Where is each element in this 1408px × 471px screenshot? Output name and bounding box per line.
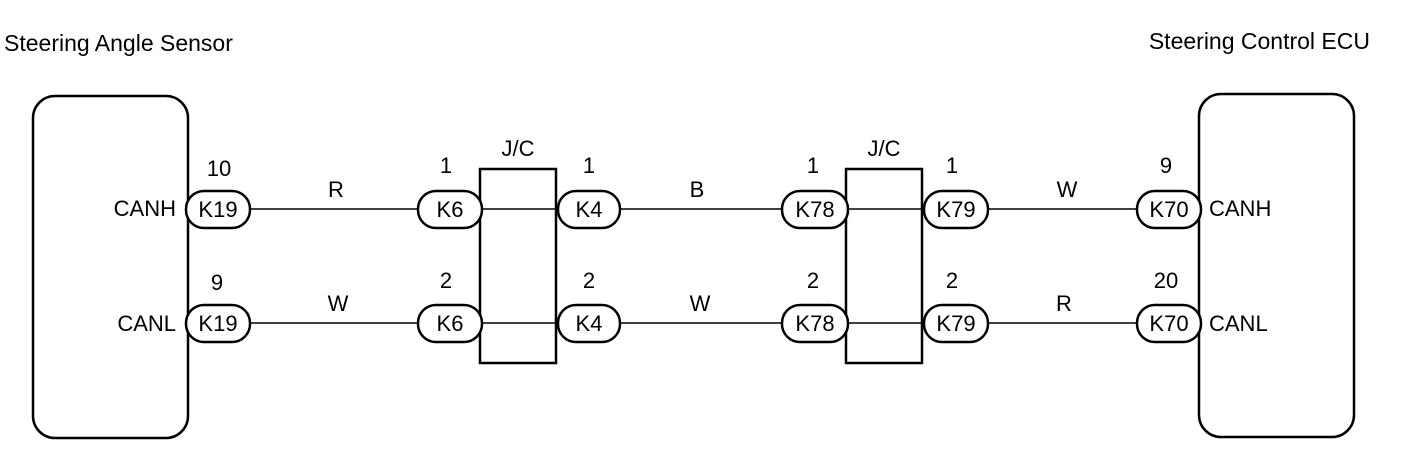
connector-k6-bottom-label: K6 (437, 311, 464, 336)
steering-control-ecu-box (1197, 92, 1356, 439)
connector-k6-bottom (416, 303, 484, 344)
junction-box-1 (478, 167, 558, 365)
pin-k19-bottom: 9 (211, 270, 223, 295)
connector-k19-top-label: K19 (198, 197, 237, 222)
connector-k19-top (184, 189, 252, 230)
pin-k79-top: 1 (946, 153, 958, 178)
connector-k79-top-label: K79 (936, 197, 975, 222)
steering-angle-sensor-box (31, 94, 190, 440)
junction-label-2: J/C (868, 136, 901, 161)
connector-k4-top-label: K4 (576, 197, 603, 222)
connector-k19-bottom-label: K19 (198, 311, 237, 336)
connector-k79-bottom (922, 303, 990, 344)
connector-k6-top-label: K6 (437, 197, 464, 222)
pin-k19-top: 10 (207, 156, 231, 181)
connector-k4-top (556, 189, 622, 230)
connector-k19-bottom (184, 303, 252, 344)
junction-box-2 (844, 167, 924, 365)
connector-k79-bottom-label: K79 (936, 311, 975, 336)
right-signal-canh: CANH (1209, 196, 1271, 221)
right-component-title: Steering Control ECU (1149, 28, 1370, 54)
left-component-title: Steering Angle Sensor (4, 30, 233, 56)
wire-color-bottom-3: R (1056, 291, 1072, 316)
wire-color-bottom-2: W (690, 291, 711, 316)
left-signal-canl: CANL (117, 311, 176, 336)
wire-color-top-2: B (690, 177, 705, 202)
pin-k78-top: 1 (807, 153, 819, 178)
connector-k78-top-label: K78 (795, 197, 834, 222)
wire-color-top-3: W (1057, 177, 1078, 202)
pin-k79-bottom: 2 (946, 268, 958, 293)
connector-k78-bottom (780, 303, 850, 344)
wire-color-bottom-1: W (328, 291, 349, 316)
pin-k6-bottom: 2 (440, 268, 452, 293)
connector-k4-bottom (556, 303, 622, 344)
connector-k70-top-label: K70 (1149, 197, 1188, 222)
connector-k70-top (1135, 189, 1203, 230)
pin-k78-bottom: 2 (807, 268, 819, 293)
pin-k4-bottom: 2 (583, 268, 595, 293)
pin-k70-top: 9 (1160, 153, 1172, 178)
connector-k4-bottom-label: K4 (576, 311, 603, 336)
pin-k70-bottom: 20 (1154, 268, 1178, 293)
left-signal-canh: CANH (114, 196, 176, 221)
pin-k4-top: 1 (583, 153, 595, 178)
connector-k6-top (416, 189, 484, 230)
connector-k78-bottom-label: K78 (795, 311, 834, 336)
right-signal-canl: CANL (1209, 311, 1268, 336)
pin-k6-top: 1 (440, 153, 452, 178)
connector-k79-top (922, 189, 990, 230)
wire-color-top-1: R (328, 177, 344, 202)
junction-label-1: J/C (502, 136, 535, 161)
connector-k78-top (780, 189, 850, 230)
connector-k70-bottom (1135, 303, 1203, 344)
connector-k70-bottom-label: K70 (1149, 311, 1188, 336)
